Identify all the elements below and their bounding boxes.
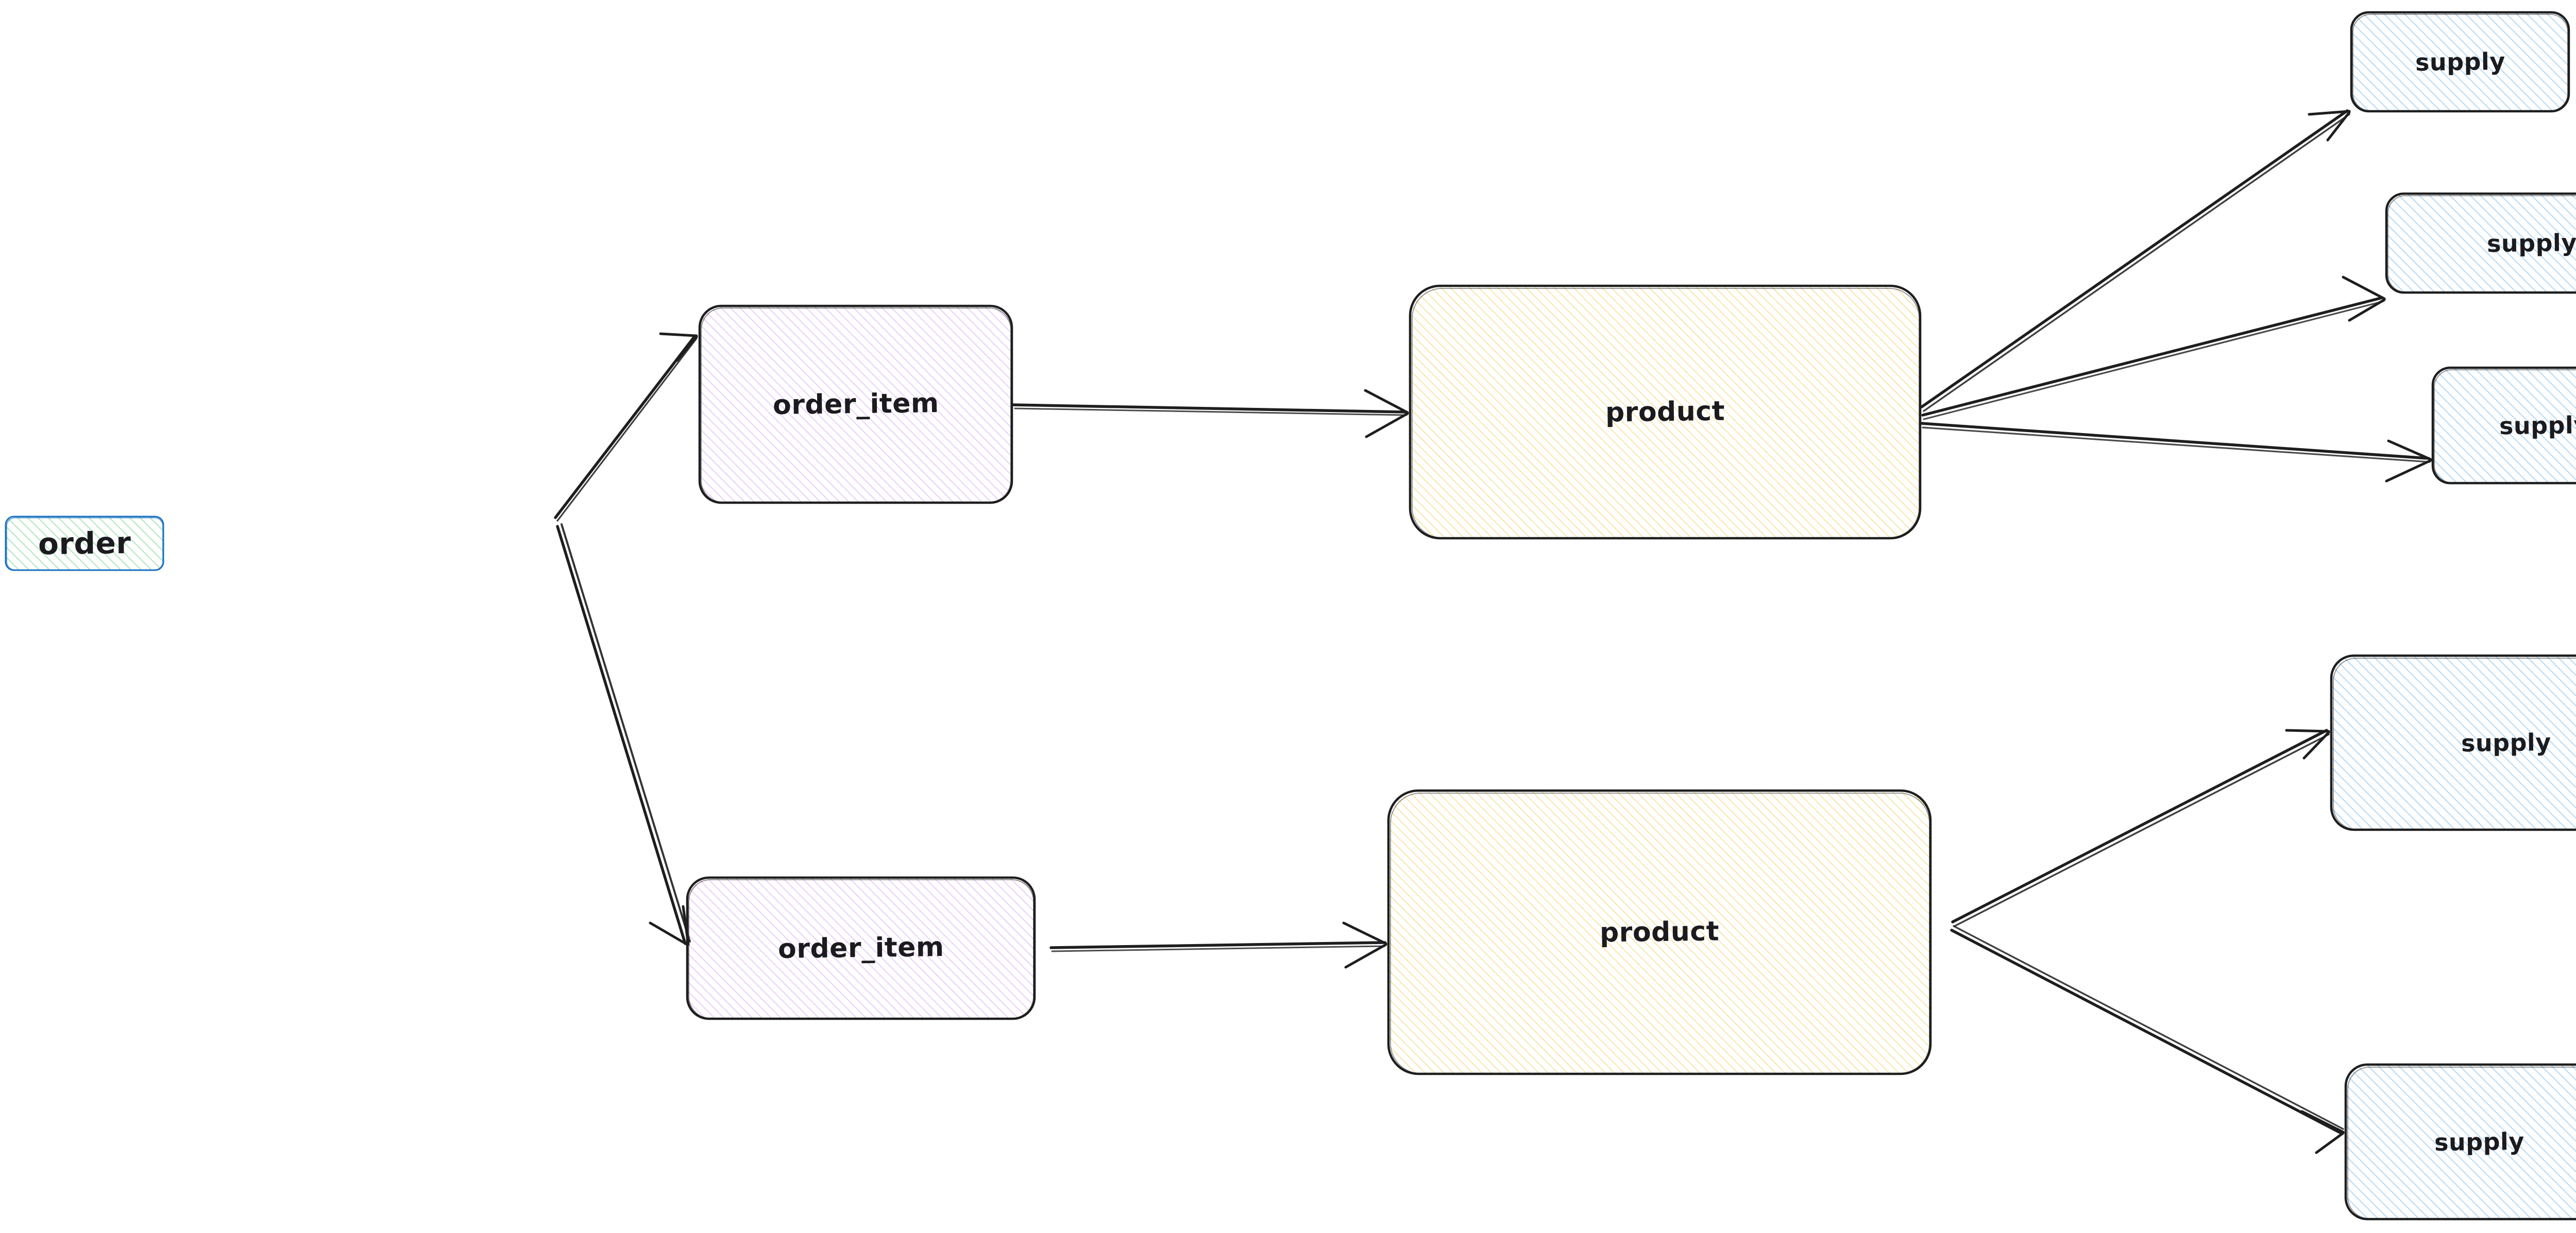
edge-order-item-2-to-product-2 — [1049, 921, 1387, 969]
node-supply-2-shape — [2385, 192, 2576, 294]
edge-order-item-1-to-product-1 — [1011, 389, 1409, 438]
node-supply-3-shape — [2431, 366, 2576, 485]
node-product-1-shape — [1409, 284, 1922, 540]
node-product-1-label: product — [1605, 396, 1725, 429]
node-supply-4-label: supply — [2461, 728, 2551, 758]
node-order[interactable]: order — [4, 515, 165, 572]
edge-product-1-to-supply-1 — [1920, 109, 2351, 412]
node-product-2-label: product — [1599, 916, 1720, 949]
edge-order-to-order-item-2 — [556, 523, 691, 946]
node-supply-4[interactable]: supply — [2329, 653, 2576, 832]
node-order-item-1-shape — [698, 304, 1013, 504]
node-order-item-2[interactable]: order_item — [685, 876, 1037, 1021]
node-supply-1-label: supply — [2415, 47, 2505, 77]
node-supply-4-shape — [2330, 654, 2576, 831]
node-product-2[interactable]: product — [1386, 788, 1933, 1076]
node-supply-3[interactable]: supply — [2431, 366, 2576, 485]
edge-order-to-order-item-1 — [554, 332, 698, 522]
edge-product-2-to-supply-4 — [1951, 729, 2330, 927]
edge-product-2-to-supply-5 — [1950, 925, 2345, 1154]
node-order-label: order — [38, 525, 131, 562]
node-product-2-shape — [1387, 789, 1932, 1075]
node-order-item-2-shape — [686, 876, 1036, 1020]
node-order-item-1-label: order_item — [772, 388, 939, 421]
node-supply-3-label: supply — [2499, 410, 2576, 440]
node-supply-1[interactable]: supply — [2349, 10, 2571, 113]
edge-product-1-to-supply-2 — [1921, 276, 2386, 420]
node-product-1[interactable]: product — [1408, 283, 1923, 541]
node-supply-5[interactable]: supply — [2343, 1062, 2576, 1222]
edge-product-1-to-supply-3 — [1920, 422, 2432, 483]
node-order-item-2-label: order_item — [777, 932, 944, 965]
node-supply-5-shape — [2344, 1063, 2576, 1221]
node-supply-5-label: supply — [2434, 1127, 2524, 1157]
node-supply-2[interactable]: supply — [2384, 192, 2576, 295]
node-order-item-1[interactable]: order_item — [698, 304, 1014, 505]
node-supply-1-shape — [2350, 11, 2570, 113]
node-order-shape — [5, 516, 164, 571]
node-supply-2-label: supply — [2486, 228, 2576, 258]
